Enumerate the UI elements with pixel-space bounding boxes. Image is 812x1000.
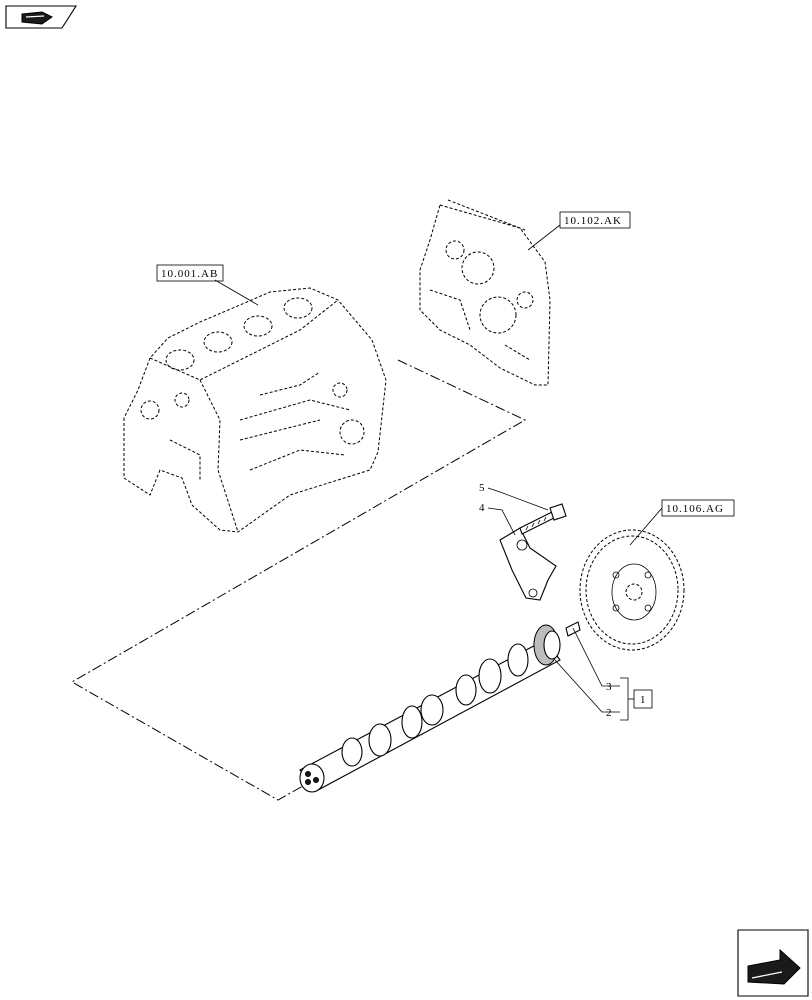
previous-page-arrow-icon[interactable] xyxy=(5,5,78,29)
ref-box-front-cover[interactable]: 10.102.AK xyxy=(559,211,631,229)
camshaft-gear-ref xyxy=(579,529,685,651)
leader-3 xyxy=(572,627,620,687)
front-cover-ref xyxy=(419,199,551,386)
ref-label-front-cover: 10.102.AK xyxy=(564,215,622,227)
dowel-pin xyxy=(565,621,581,637)
bolt xyxy=(519,503,567,535)
leader-front-cover xyxy=(527,224,561,251)
callout-5: 5 xyxy=(479,482,485,494)
ref-box-block[interactable]: 10.001.AB xyxy=(156,264,224,282)
next-page-arrow-icon[interactable] xyxy=(737,929,809,997)
kit-box[interactable]: 1 xyxy=(633,689,653,709)
assembly-outline xyxy=(70,359,527,801)
leader-block xyxy=(214,279,259,306)
leader-2 xyxy=(554,659,620,713)
kit-bracket xyxy=(620,677,629,721)
kit-label: 1 xyxy=(640,694,646,706)
ref-label-block: 10.001.AB xyxy=(161,268,218,280)
callout-4: 4 xyxy=(479,502,485,514)
ref-box-gear[interactable]: 10.106.AG xyxy=(661,499,735,517)
thrust-plate-bracket xyxy=(499,527,557,601)
callout-2: 2 xyxy=(606,707,612,719)
callout-3: 3 xyxy=(606,681,612,693)
engine-block-ref xyxy=(123,287,387,533)
leader-4 xyxy=(487,507,516,536)
leader-gear xyxy=(629,507,663,546)
leader-5 xyxy=(487,487,549,511)
ref-label-gear: 10.106.AG xyxy=(666,503,724,515)
camshaft xyxy=(299,624,561,793)
